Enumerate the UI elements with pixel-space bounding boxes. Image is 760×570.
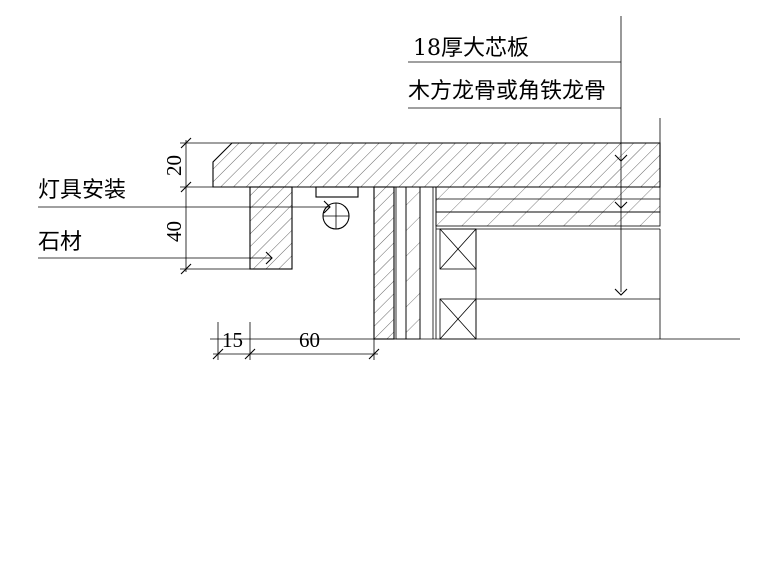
label-stone: 石材: [38, 230, 82, 255]
top-slab: [212, 142, 661, 188]
vertical-panel: [373, 186, 437, 340]
label-keel: 木方龙骨或角铁龙骨: [408, 79, 606, 104]
label-core-board: 18厚大芯板: [413, 36, 529, 61]
dim-15: 15: [222, 328, 243, 352]
label-lamp-install: 灯具安装: [38, 178, 126, 203]
left-label-leaders: [38, 200, 331, 265]
light-fixture: [315, 186, 359, 230]
dim-40: 40: [162, 221, 186, 242]
stone-lip: [249, 186, 293, 270]
dim-60: 60: [299, 328, 320, 352]
ceiling-layers: [435, 186, 661, 230]
horizontal-dimension: [212, 322, 380, 360]
vertical-dimension: [180, 137, 250, 275]
dim-20: 20: [162, 155, 186, 176]
